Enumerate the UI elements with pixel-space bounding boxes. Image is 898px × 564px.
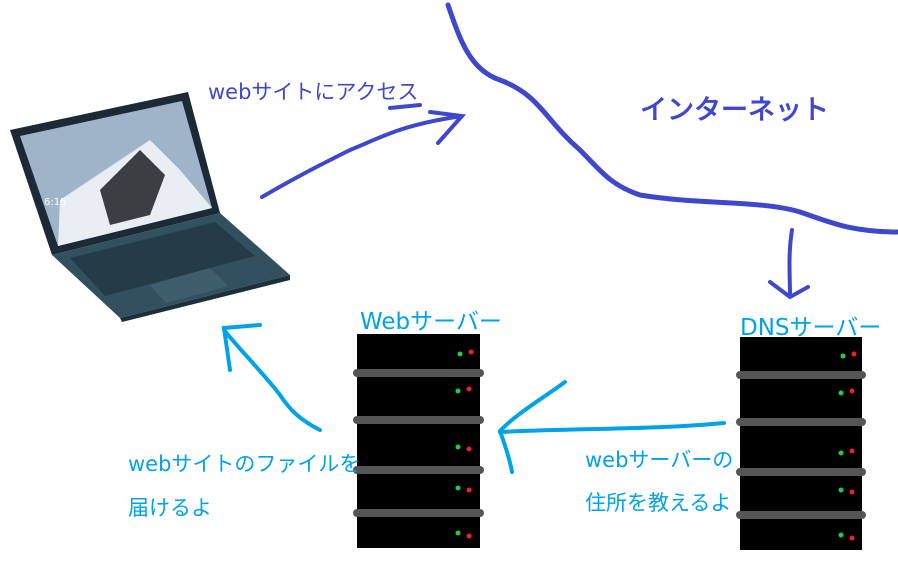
dns-server-image [736,337,866,550]
internet-boundary-line [445,2,898,235]
deliver-label-line2: 届けるよ [128,496,212,520]
laptop-clock: 6:15 [44,197,66,208]
internet-label: インターネット [640,95,829,126]
deliver-label-line1: webサイトのファイルを [128,452,361,476]
web-server-image [353,334,484,548]
address-reply-arrow [497,380,726,474]
web-server-label: Webサーバー [360,309,502,335]
address-label-line2: 住所を教えるよ [585,491,732,515]
address-label-line1: webサーバーの [585,448,734,472]
deliver-files-arrow [221,323,322,432]
dns-query-arrow [768,228,810,300]
access-arrow [260,103,467,199]
laptop-image: 6:15 [10,92,290,322]
access-label: webサイトにアクセス [208,80,419,104]
dns-server-label: DNSサーバー [740,315,882,341]
